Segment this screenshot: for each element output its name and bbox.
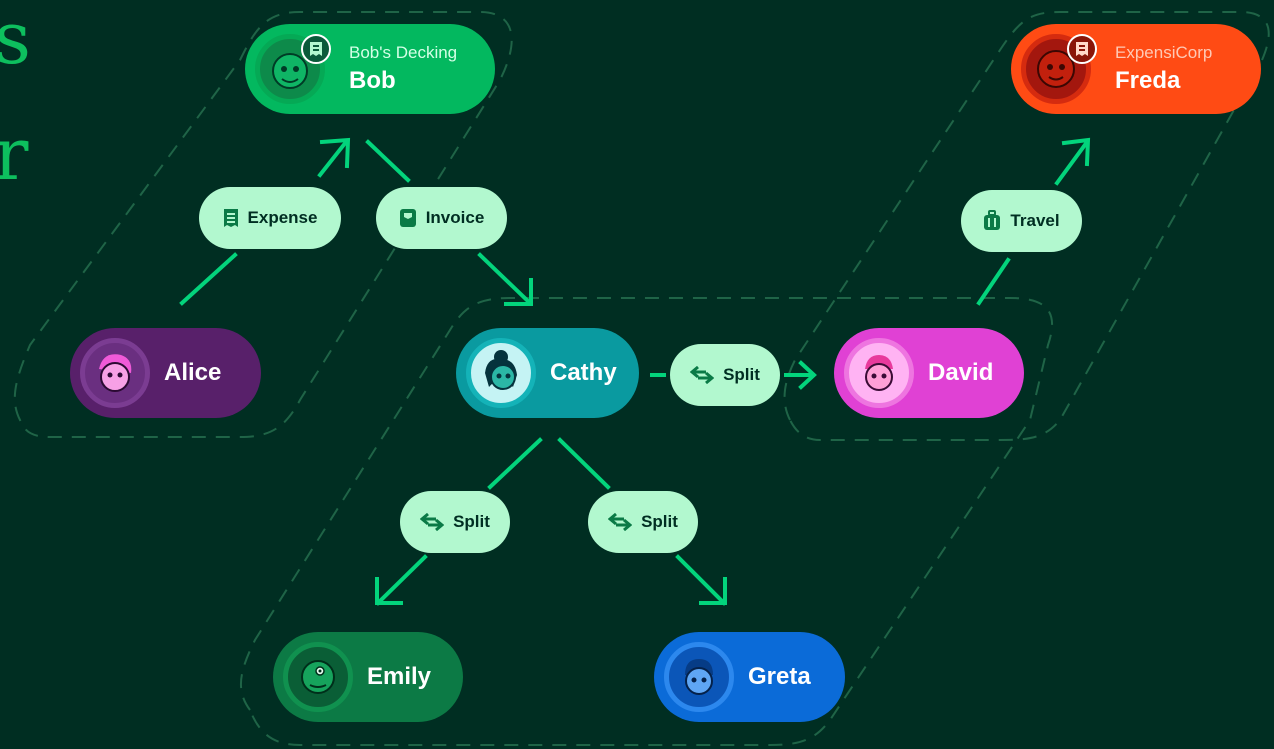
person-name-cathy: Cathy xyxy=(550,359,617,386)
edge-expense-bob-line xyxy=(317,139,349,178)
arrowhead-to-bob xyxy=(319,137,351,169)
edge-david-travel-line xyxy=(976,257,1011,306)
edge-tag-travel[interactable]: Travel xyxy=(961,190,1082,252)
person-name-greta: Greta xyxy=(748,663,811,690)
receipt-icon xyxy=(301,34,331,64)
edge-tag-split-cathy-david[interactable]: Split xyxy=(670,344,780,406)
person-name-david: David xyxy=(928,359,994,386)
avatar-david xyxy=(844,338,914,408)
edge-tag-expense[interactable]: Expense xyxy=(199,187,341,249)
person-node-david[interactable]: David xyxy=(834,328,1024,418)
company-label-freda: ExpensiCorp xyxy=(1115,43,1213,62)
group-outline-alice-bob xyxy=(13,11,513,438)
edge-tag-label: Invoice xyxy=(425,208,485,227)
company-label-bob: Bob's Decking xyxy=(349,43,458,62)
edge-invoice-cathy-line xyxy=(477,252,533,306)
person-node-greta[interactable]: Greta xyxy=(654,632,845,722)
edge-tag-label: Expense xyxy=(247,208,318,227)
face-icon xyxy=(685,659,713,695)
group-outline-cathy-group xyxy=(239,297,1054,746)
edge-tag-split-cathy-greta[interactable]: Split xyxy=(588,491,698,553)
person-node-bob[interactable]: Bob's Decking Bob xyxy=(245,24,495,114)
arrowhead-to-cathy xyxy=(504,278,533,306)
avatar-emily xyxy=(283,642,353,712)
edge-tag-label: Split xyxy=(723,365,760,384)
person-node-alice[interactable]: Alice xyxy=(70,328,261,418)
edge-cathy-split-right-line xyxy=(557,437,611,490)
face-icon xyxy=(99,354,132,392)
arrowhead-to-freda xyxy=(1061,137,1091,167)
edge-bob-invoice-line xyxy=(365,139,411,183)
arrowhead-to-emily xyxy=(375,577,403,605)
person-name-emily: Emily xyxy=(367,663,432,690)
edge-tag-split-cathy-emily[interactable]: Split xyxy=(400,491,510,553)
person-node-freda[interactable]: ExpensiCorp Freda xyxy=(1011,24,1261,114)
face-icon xyxy=(865,355,893,391)
face-icon xyxy=(485,350,517,390)
split-arrows-icon xyxy=(420,513,445,531)
split-arrows-icon xyxy=(608,513,633,531)
edge-alice-expense-line xyxy=(179,252,238,306)
arrowhead-to-greta xyxy=(699,577,727,605)
edge-split-emily-line xyxy=(375,554,428,606)
face-icon xyxy=(301,660,335,694)
split-arrows-icon xyxy=(690,366,715,384)
heading-fragment-line1: s xyxy=(0,0,31,80)
avatar-alice xyxy=(80,338,150,408)
person-node-emily[interactable]: Emily xyxy=(273,632,463,722)
receipt-icon xyxy=(1067,34,1097,64)
face-icon xyxy=(272,53,308,89)
suitcase-icon xyxy=(984,210,1001,230)
invoice-icon xyxy=(399,209,416,227)
edge-travel-freda-line xyxy=(1054,139,1090,186)
edge-tag-invoice[interactable]: Invoice xyxy=(376,187,507,249)
receipt-icon xyxy=(223,209,238,227)
person-name-freda: Freda xyxy=(1115,67,1181,94)
edge-split-greta-line xyxy=(675,554,727,606)
heading-fragment-line2: r xyxy=(0,112,29,196)
group-outline-david-freda xyxy=(783,11,1270,441)
edge-tag-label: Travel xyxy=(1010,211,1060,230)
edge-tag-label: Split xyxy=(641,512,678,531)
avatar-cathy xyxy=(466,338,536,408)
edge-cathy-split-left-line xyxy=(487,437,543,490)
arrowhead-to-david xyxy=(798,360,817,390)
person-name-bob: Bob xyxy=(349,67,396,94)
avatar-greta xyxy=(664,642,734,712)
edge-tag-label: Split xyxy=(453,512,490,531)
face-icon xyxy=(1037,50,1075,88)
person-node-cathy[interactable]: Cathy xyxy=(456,328,639,418)
person-name-alice: Alice xyxy=(164,359,222,386)
